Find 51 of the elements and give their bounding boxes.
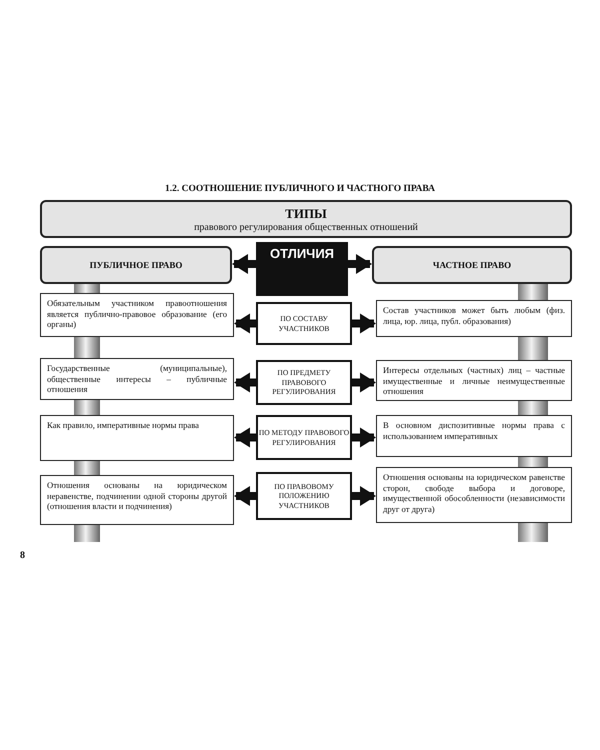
pillar-connector [74,525,100,542]
node-text: В основном диспозитивные нормы права с использованием императивных [383,420,565,442]
arrow [234,428,256,448]
arrow [352,372,376,392]
pillar-connector [74,284,100,293]
arrow [234,486,256,506]
arrow [352,486,376,506]
description-box [40,358,234,400]
description-box [376,467,572,523]
criterion-box [256,302,352,345]
node-text: Как правило, императивные нормы права [47,420,200,431]
arrow [234,372,256,392]
description-box [40,475,234,525]
heading-text: ТИПЫ [285,206,327,222]
page-number: 8 [20,550,25,561]
arrow [348,254,372,274]
arrow [352,314,376,334]
column-header [40,246,232,284]
node-text: Обязательным участником правоотношения является публично-правовое образование (его органы) [47,298,227,330]
criterion-box [256,472,352,520]
description-box [376,360,572,401]
pillar-connector [74,337,100,358]
description-box [376,300,572,337]
pillar-connector [518,523,548,542]
node-text: Состав участников может быть любым (физ. лица, юр. лица, публ. образования) [383,305,565,326]
pillar-connector [518,284,548,300]
description-box [40,415,234,461]
pillar-connector [518,457,548,467]
criterion-box [256,415,352,460]
column-header [372,246,572,284]
node-text: правового регулирования общественных отношений [194,222,418,232]
arrow [352,428,376,448]
node-text: Отношения основаны на юридическом неравенстве, подчинении одной стороны другой (отношения власти и подчинения) [47,480,227,512]
node-text: ЧАСТНОЕ ПРАВО [432,260,512,270]
node-text: ОТЛИЧИЯ [270,246,334,261]
header-banner [40,200,572,238]
node-text: Отношения основаны на юридическом равенстве сторон, свободе выбора и договоре, имущественной обособленности (независимости друг от друга) [383,472,565,515]
differences-header [256,242,348,296]
description-box [40,293,234,337]
criterion-box [256,360,352,405]
node-text: Государственные (муниципальные), общественные интересы – публичные отношения [47,363,227,396]
pillar-connector [518,401,548,415]
node-text: ПУБЛИЧНОЕ ПРАВО [90,260,182,270]
node-text: Интересы отдельных (частных) лиц – частные имущественные и личные неимущественные отношения [383,365,565,398]
pillar-connector [518,337,548,360]
pillar-connector [74,461,100,475]
diagram-title: 1.2. СООТНОШЕНИЕ ПУБЛИЧНОГО И ЧАСТНОГО ПРАВА [164,184,436,194]
arrow [232,254,256,274]
arrow [234,314,256,334]
pillar-connector [74,400,100,415]
description-box [376,415,572,457]
